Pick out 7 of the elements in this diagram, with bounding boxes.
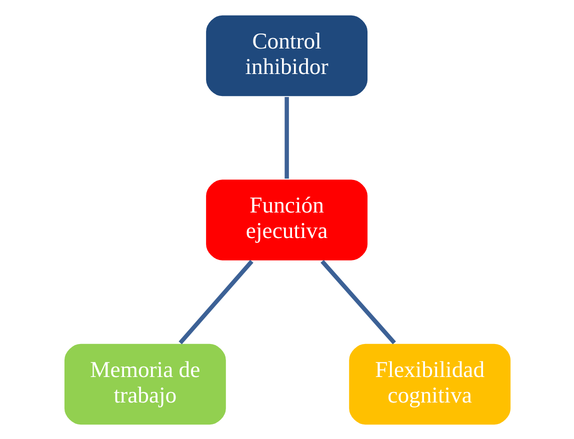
node-box: Control inhibidor bbox=[204, 13, 368, 97]
node-box: Flexibilidad cognitiva bbox=[347, 342, 512, 426]
connector bbox=[320, 259, 396, 344]
node-box: Memoria de trabajo bbox=[62, 342, 227, 426]
connector bbox=[178, 259, 253, 344]
node-box: Función ejecutiva bbox=[204, 178, 368, 262]
connector bbox=[284, 96, 288, 178]
